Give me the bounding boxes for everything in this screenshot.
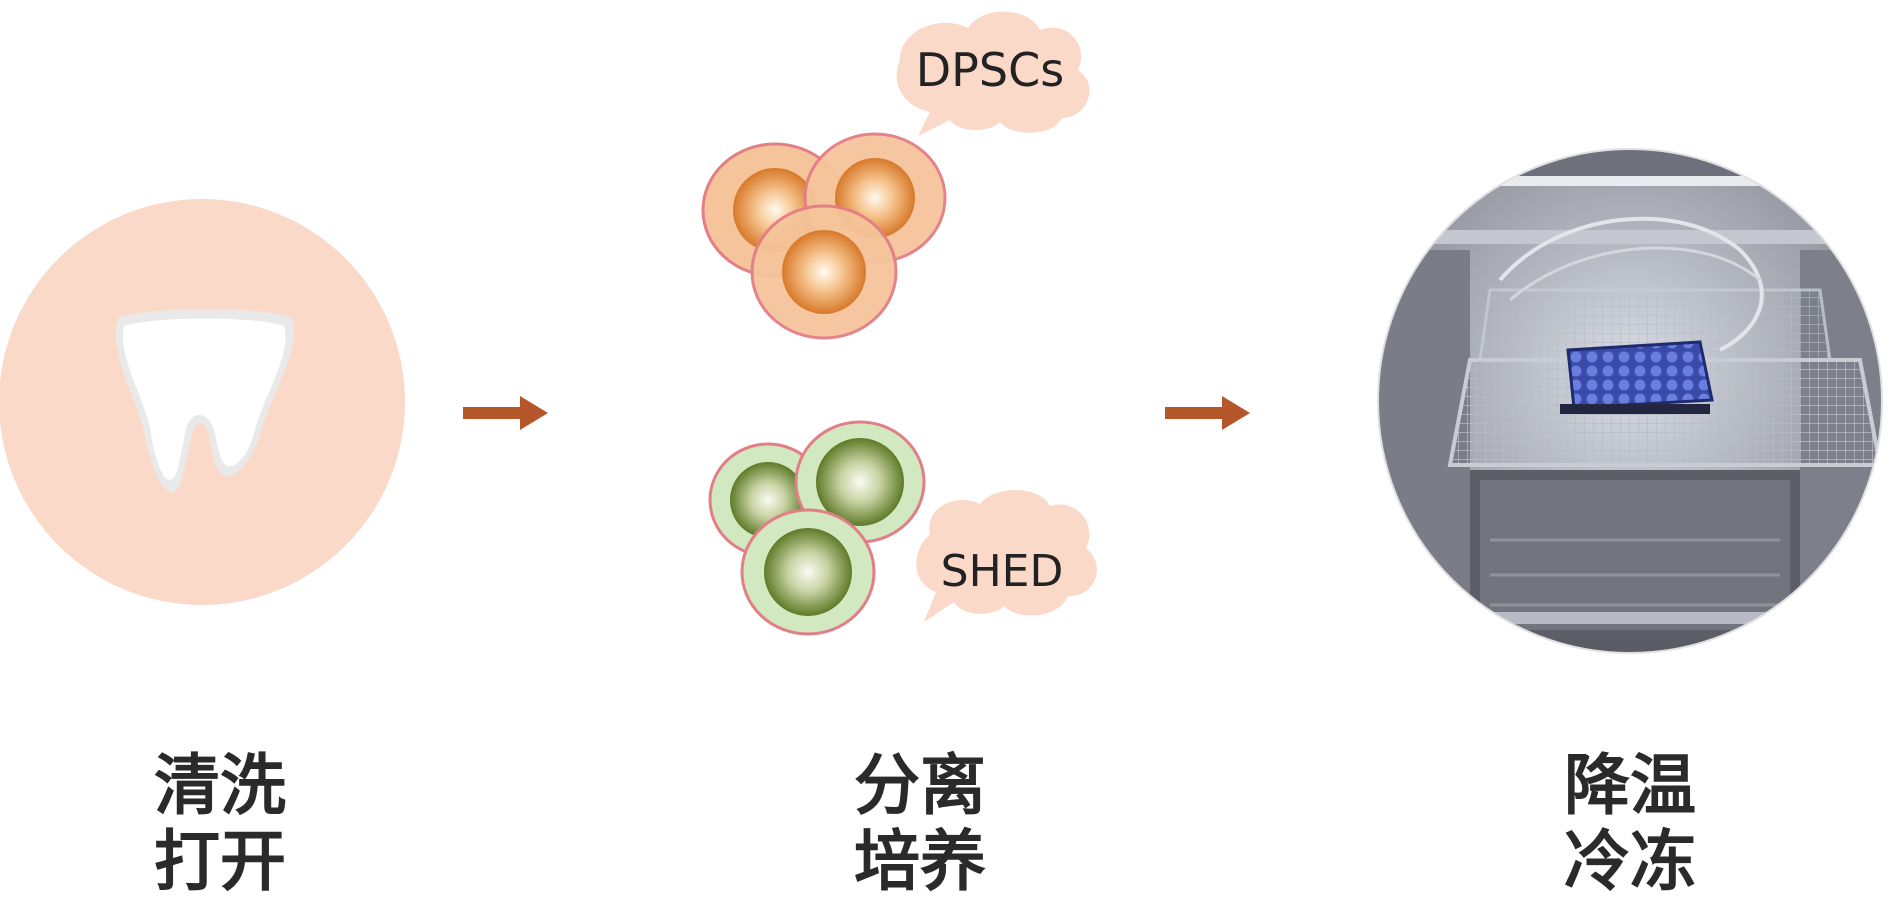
- step-1-line-2: 打开: [154, 823, 286, 900]
- step-3-line-2: 冷冻: [1564, 823, 1696, 900]
- right-arrow-icon: [463, 396, 548, 430]
- right-arrow-icon: [1165, 396, 1250, 430]
- green-cell-cluster: [708, 420, 926, 636]
- shed-bubble: SHED: [916, 489, 1097, 622]
- step-2-line-1: 分离: [854, 747, 986, 824]
- step-3-caption: 降温 冷冻: [1500, 748, 1760, 900]
- step-1-caption: 清洗 打开: [90, 748, 350, 900]
- cell: [740, 508, 876, 636]
- freezer-photo: [1377, 148, 1883, 654]
- step-3-line-1: 降温: [1564, 747, 1696, 824]
- step-1-line-1: 清洗: [154, 747, 286, 824]
- dpscs-bubble: DPSCs: [896, 11, 1090, 137]
- shed-label: SHED: [941, 546, 1064, 597]
- dpscs-label: DPSCs: [916, 43, 1064, 97]
- orange-cell-cluster: [701, 132, 947, 340]
- step-2-line-2: 培养: [854, 823, 986, 900]
- step-1-illustration: [0, 199, 405, 605]
- step-2-caption: 分离 培养: [790, 748, 1050, 900]
- tooth-icon: [115, 309, 295, 492]
- cell: [750, 204, 898, 340]
